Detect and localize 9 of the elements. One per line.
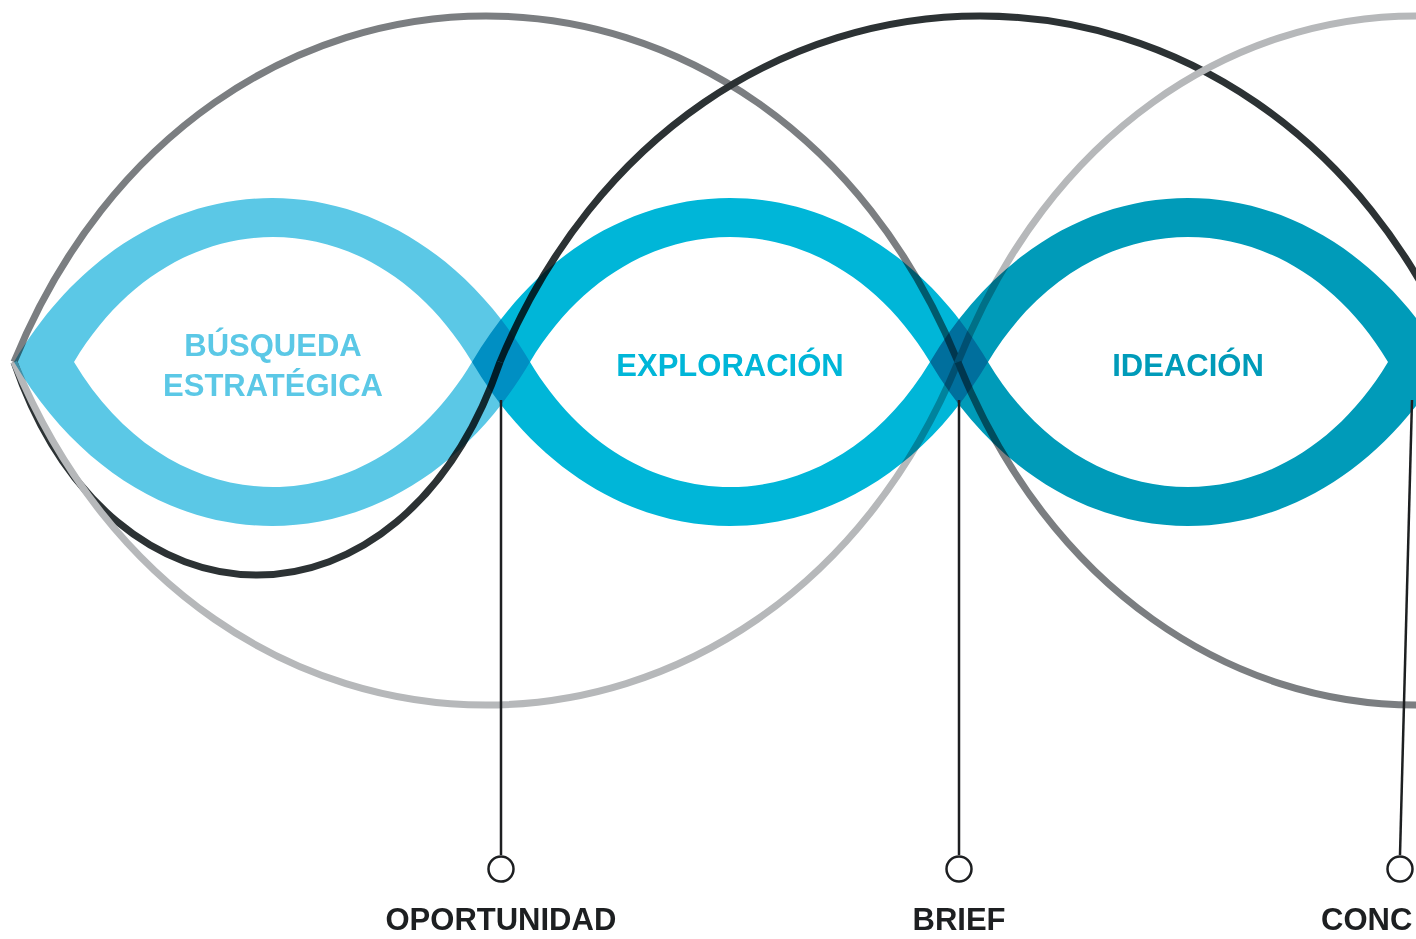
leader-line — [957, 400, 961, 855]
phase-title: EXPLORACIÓN — [615, 346, 845, 385]
leader-line — [1398, 399, 1414, 856]
phase-title: IDEACIÓN — [1111, 346, 1265, 385]
leader-line — [499, 400, 503, 855]
milestone-label: BRIEF — [912, 903, 1006, 937]
milestone-label: OPORTUNIDAD — [385, 903, 617, 937]
phase-title: BÚSQUEDA ESTRATÉGICA — [162, 326, 384, 405]
milestone-label: CONC — [1321, 903, 1413, 937]
